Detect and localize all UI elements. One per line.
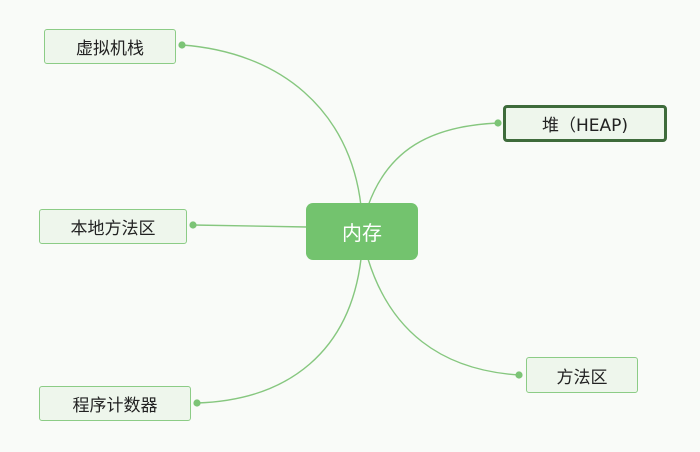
topic-vm-stack-label: 虚拟机栈 xyxy=(76,39,144,59)
topic-program-counter[interactable]: 程序计数器 xyxy=(39,386,191,421)
connector-dot-method-area xyxy=(515,371,523,379)
connector-heap xyxy=(367,122,499,207)
topic-heap-label: 堆（HEAP) xyxy=(541,116,629,136)
topic-native-method-area[interactable]: 本地方法区 xyxy=(39,209,187,244)
topic-vm-stack[interactable]: 虚拟机栈 xyxy=(44,29,176,64)
topic-native-method-area-label: 本地方法区 xyxy=(70,219,156,239)
topic-method-area-label: 方法区 xyxy=(556,367,608,388)
connector-dot-vm-stack xyxy=(178,41,186,49)
connector-dot-heap xyxy=(494,119,502,127)
connector-dot-program-counter xyxy=(193,399,201,407)
connector-method-area xyxy=(367,258,520,376)
root-node-label: 内存 xyxy=(342,221,382,245)
topic-program-counter-label: 程序计数器 xyxy=(72,396,158,416)
connector-vm-stack xyxy=(181,44,362,207)
connector-native-method-area xyxy=(192,224,308,228)
root-node[interactable]: 内存 xyxy=(306,203,418,260)
connector-dot-native-method-area xyxy=(189,221,197,229)
connector-program-counter xyxy=(196,258,362,404)
topic-method-area[interactable]: 方法区 xyxy=(526,357,638,393)
topic-heap[interactable]: 堆（HEAP) xyxy=(503,105,667,142)
